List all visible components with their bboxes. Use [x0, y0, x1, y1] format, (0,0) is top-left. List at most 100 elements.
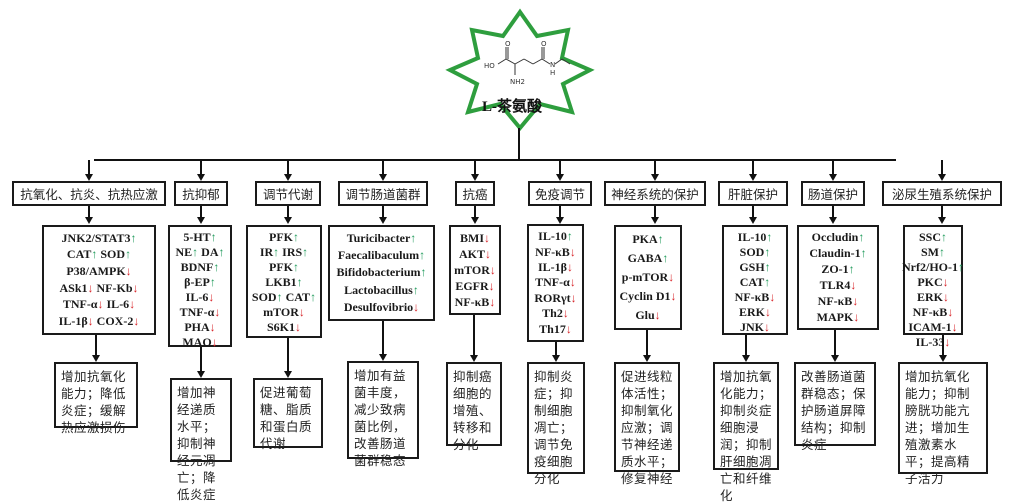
arrowhead-icon	[742, 355, 750, 362]
up-arrow-icon: ↑	[958, 260, 964, 274]
down-arrow-icon: ↓	[853, 309, 860, 324]
marker-name: JNK2/STAT3	[61, 230, 131, 245]
down-arrow-icon: ↓	[567, 260, 573, 275]
connector-line	[287, 206, 289, 218]
arrowhead-icon	[831, 355, 839, 362]
connector-line	[88, 206, 90, 218]
category-label: 肠道保护	[807, 187, 858, 202]
arrowhead-icon	[85, 174, 93, 181]
connector-line	[559, 206, 561, 218]
arrowhead-icon	[379, 174, 387, 181]
down-arrow-icon: ↓	[132, 280, 139, 295]
effect-box: 改善肠道菌群稳态；保护肠道屏障结构；抑制炎症	[794, 362, 876, 452]
marker-row: SM↑	[921, 245, 945, 260]
marker-name: CAT	[66, 247, 92, 262]
marker-row: TNF-α↓ IL-6↓	[63, 297, 135, 312]
marker-name: RORγt	[534, 290, 571, 305]
effect-text: 抑制炎症；抑制细胞凋亡；调节免疫细胞分化	[534, 369, 574, 486]
branch-bus-line	[94, 159, 896, 161]
marker-name: PFK	[269, 260, 293, 274]
effect-box: 促进葡萄糖、脂质和蛋白质代谢	[253, 378, 323, 451]
category-box: 调节肠道菌群	[338, 181, 428, 206]
marker-row: IL-6↓	[186, 290, 215, 305]
marker-name: Desulfovibrio	[343, 299, 414, 314]
effect-text: 改善肠道菌群稳态；保护肠道屏障结构；抑制炎症	[801, 369, 867, 452]
effect-text: 抑制癌细胞的增殖、转移和分化	[453, 369, 493, 452]
down-arrow-icon: ↓	[765, 305, 771, 319]
arrowhead-icon	[552, 355, 560, 362]
arrowhead-icon	[749, 174, 757, 181]
marker-box: PFK↑IR↑ IRS↑PFK↑LKB1↑SOD↑ CAT↑mTOR↓S6K1↓	[246, 225, 322, 338]
effect-box: 增加抗氧化能力；抑制膀胱功能亢进；增加生殖激素水平；提高精子活力	[898, 362, 988, 486]
connector-line	[382, 321, 384, 354]
down-arrow-icon: ↓	[850, 277, 857, 292]
trunk-line	[518, 128, 520, 160]
branch-connector	[559, 160, 561, 175]
up-arrow-icon: ↑	[130, 230, 137, 245]
category-box: 免疫调节	[528, 181, 592, 206]
category-label: 免疫调节	[534, 187, 585, 202]
marker-name: GABA	[627, 251, 663, 265]
category-box: 肠道保护	[801, 181, 865, 206]
effect-box: 促进线粒体活性；抑制氧化应激；调节神经递质水平；修复神经	[614, 362, 680, 486]
marker-name: ZO-1	[821, 262, 849, 277]
up-arrow-icon: ↑	[213, 260, 220, 274]
up-arrow-icon: ↑	[125, 247, 132, 262]
connector-line	[200, 206, 202, 218]
connector-line	[95, 335, 97, 355]
marker-row: SOD↑ CAT↑	[252, 290, 316, 305]
marker-name: IR	[259, 245, 274, 259]
arrowhead-icon	[379, 217, 387, 224]
down-arrow-icon: ↓	[488, 278, 495, 293]
down-arrow-icon: ↓	[485, 246, 491, 261]
marker-name: SOD	[100, 247, 126, 262]
connector-line	[752, 206, 754, 218]
category-label: 抗抑郁	[182, 187, 220, 202]
marker-name: 5-HT	[183, 230, 211, 244]
arrowhead-icon	[471, 217, 479, 224]
connector-line	[834, 330, 836, 355]
down-arrow-icon: ↓	[764, 320, 770, 334]
marker-name: IL-6	[185, 290, 209, 304]
marker-name: ERK	[916, 290, 943, 304]
down-arrow-icon: ↓	[489, 294, 496, 309]
up-arrow-icon: ↑	[764, 245, 771, 259]
down-arrow-icon: ↓	[942, 275, 949, 289]
arrowhead-icon	[556, 217, 564, 224]
branch-connector	[832, 160, 834, 175]
arrowhead-icon	[284, 174, 292, 181]
category-label: 泌尿生殖系统保护	[891, 187, 992, 202]
effect-box: 增加神经递质水平；抑制神经元凋亡；降低炎症	[170, 378, 232, 502]
marker-name: Glu	[635, 308, 655, 322]
up-arrow-icon: ↑	[91, 247, 98, 262]
down-arrow-icon: ↓	[87, 280, 94, 295]
up-arrow-icon: ↑	[209, 275, 216, 289]
marker-row: RORγt↓	[534, 291, 576, 306]
up-arrow-icon: ↑	[210, 230, 217, 244]
marker-row: SOD↑	[740, 245, 771, 260]
marker-row: JNK2/STAT3↑	[62, 231, 137, 246]
marker-name: β-EP	[184, 275, 210, 289]
marker-name: IL-10	[737, 230, 767, 244]
marker-box: BMI↓AKT↓mTOR↓EGFR↓NF-κB↓	[449, 225, 501, 315]
marker-name: IRS	[282, 245, 303, 259]
marker-name: ICAM-1	[908, 320, 952, 334]
effect-text: 增加神经递质水平；抑制神经元凋亡；降低炎症	[177, 385, 217, 502]
marker-name: S6K1	[266, 320, 295, 334]
marker-name: MAPK	[816, 309, 854, 324]
up-arrow-icon: ↑	[293, 230, 299, 244]
marker-row: mTOR↓	[454, 263, 496, 278]
down-arrow-icon: ↓	[489, 262, 496, 277]
marker-row: S6K1↓	[267, 320, 301, 335]
marker-box: JNK2/STAT3↑CAT↑ SOD↑P38/AMPK↓ASk1↓ NF-Kb…	[42, 225, 156, 335]
marker-row: TNF-α↓	[180, 305, 221, 320]
arrowhead-icon	[284, 217, 292, 224]
branch-connector	[752, 160, 754, 175]
marker-row: IL-1β↓	[538, 260, 573, 275]
marker-row: PKC↓	[917, 275, 948, 290]
marker-name: Bifidobacterium	[336, 265, 421, 280]
marker-name: EGFR	[455, 278, 489, 293]
marker-row: AKT↓	[459, 247, 491, 262]
down-arrow-icon: ↓	[413, 299, 420, 314]
up-arrow-icon: ↑	[662, 251, 669, 265]
